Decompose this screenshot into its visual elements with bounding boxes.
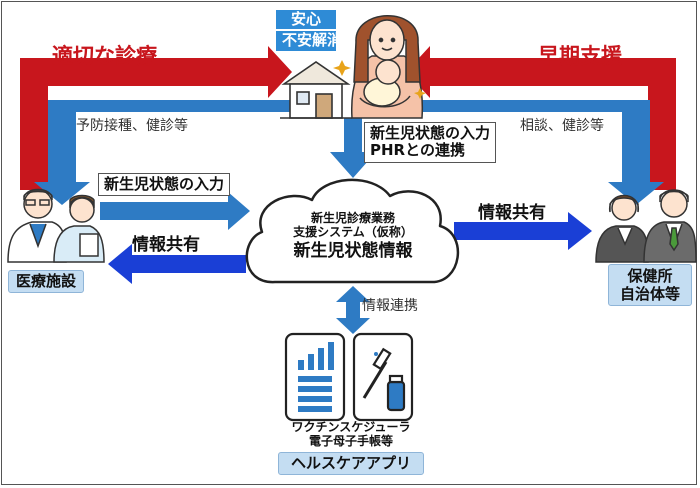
system-name-line-1: 新生児診療業務 [310,211,395,225]
newborn-input-left-box: 新生児状態の入力 [98,173,231,197]
proper-care-label: 適切な診療 [52,44,157,68]
anxiety-relief-tag: 不安解消 [276,31,342,51]
red-arrow-right [406,46,676,190]
relief-tag: 安心 [276,10,336,30]
blue-arrow-center-down [330,118,376,178]
arrow-share-left [108,244,246,284]
cloud-icon [245,178,460,284]
red-arrow-left [20,46,292,190]
info-share-left-label: 情報共有 [132,235,200,255]
early-support-label: 早期支援 [538,44,622,68]
system-name: 新生児診療業務 支援システム（仮称） 新生児状態情報 [270,211,436,261]
newborn-status-info: 新生児状態情報 [293,240,413,261]
phone-chart-icon [284,332,346,422]
info-share-right-label: 情報共有 [478,203,546,223]
vaccination-label: 予防接種、健診等 [76,118,188,134]
blue-arrow-left-down [34,100,300,205]
doctor-icon [7,188,67,263]
official-woman-icon [595,194,649,263]
sparkle-icon [333,60,426,99]
app-desc-line-1: ワクチンスケジューラ [291,420,411,434]
newborn-input-top-label: 新生児状態の入力 [370,124,491,142]
newborn-input-phr-box: 新生児状態の入力 PHRとの連携 [364,122,497,163]
app-description: ワクチンスケジューラ 電子母子手帳等 [278,420,424,449]
phr-link-label: PHRとの連携 [370,141,465,160]
consult-label: 相談、健診等 [520,118,604,134]
arrow-info-link [336,286,370,334]
system-name-line-2: 支援システム（仮称） [293,224,413,239]
blue-arrow-right-down [410,100,664,205]
info-link-label: 情報連携 [362,298,418,314]
official-man-icon [643,189,697,263]
house-icon [280,61,352,119]
healthcare-app-tag: ヘルスケアアプリ [278,452,424,476]
medical-facility-tag: 医療施設 [8,270,84,294]
health-center-line-2: 自治体等 [619,285,680,303]
arrow-share-right [454,212,592,250]
mother-baby-icon [351,15,424,119]
phone-vaccine-icon [352,332,414,422]
health-center-tag: 保健所 自治体等 [608,264,692,306]
app-desc-line-2: 電子母子手帳等 [308,434,393,449]
nurse-icon [53,194,105,263]
arrow-input-right [100,192,250,230]
health-center-line-1: 保健所 [627,267,673,285]
